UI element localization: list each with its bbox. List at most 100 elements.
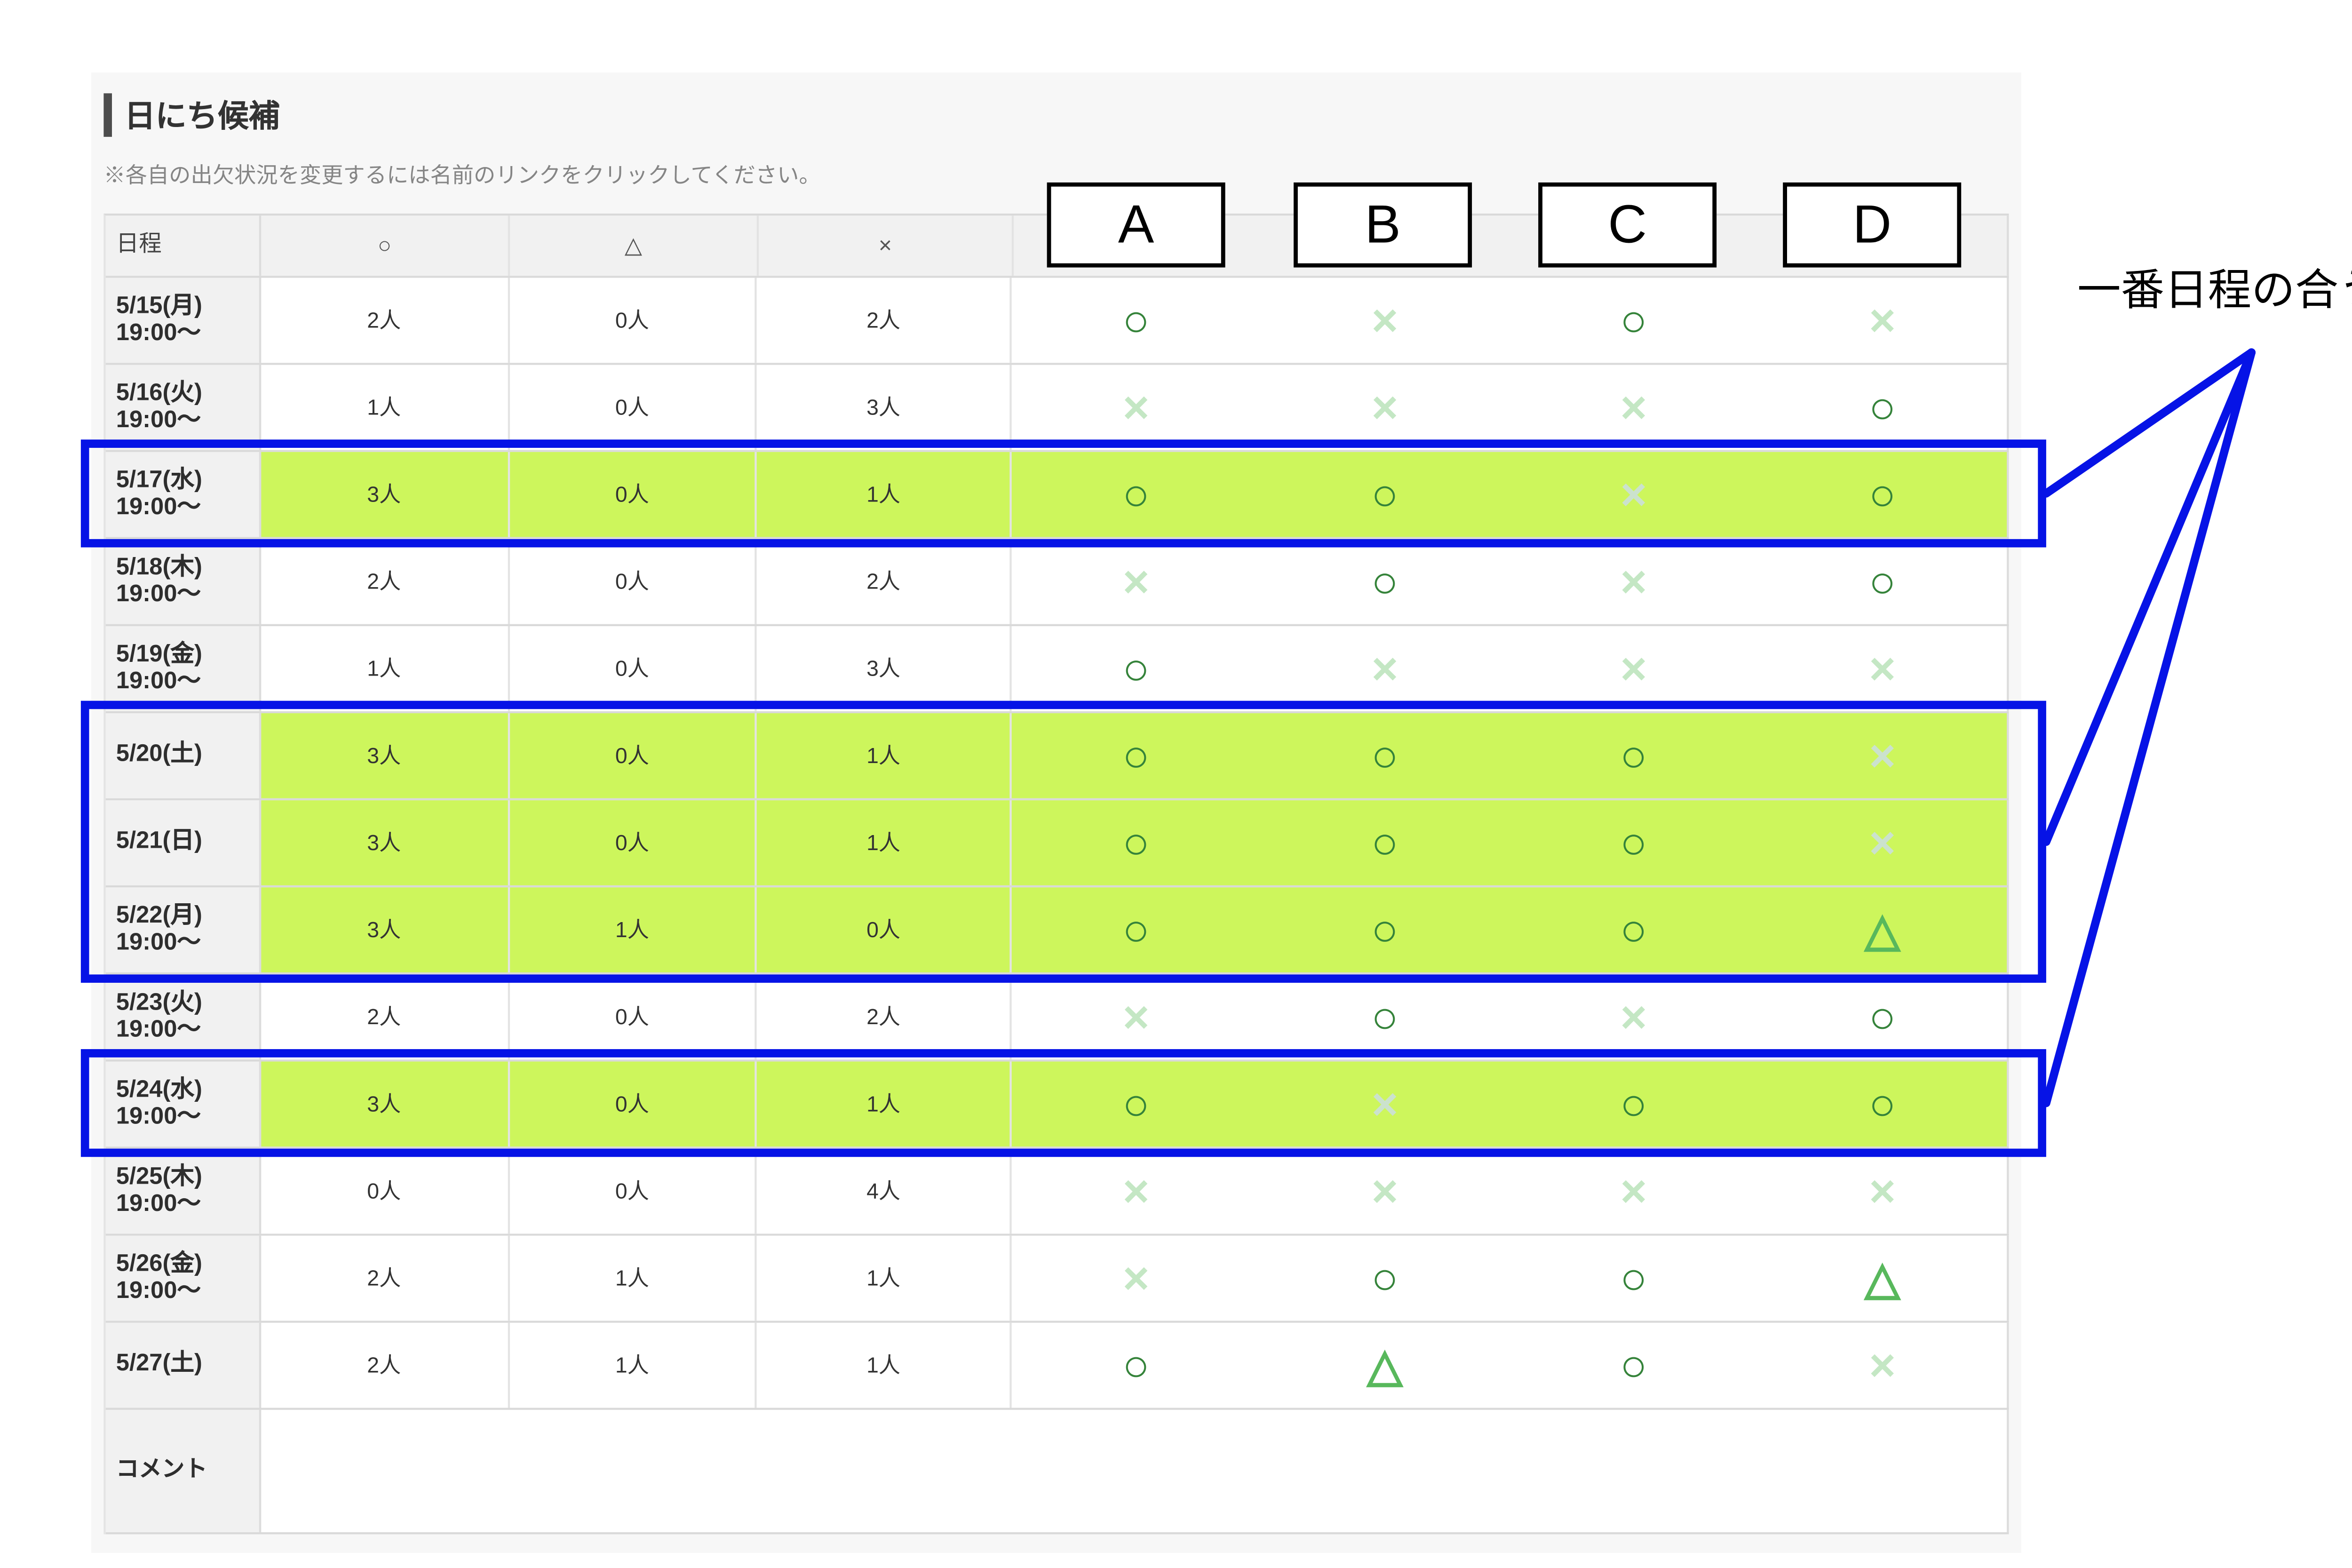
participant-box-B[interactable]: B xyxy=(1294,182,1472,268)
date-label: 5/24(水) xyxy=(116,1077,202,1102)
mark-ok-icon: ○ xyxy=(1620,293,1648,345)
date-cell: 5/26(金)19:00～ xyxy=(105,1235,261,1321)
date-label: 5/16(火) xyxy=(116,380,202,406)
mark-ok-icon: ○ xyxy=(1620,1251,1648,1303)
mark-ok-icon: ○ xyxy=(1371,1251,1399,1303)
mark-ok-icon: ○ xyxy=(1620,903,1648,955)
ok-count-cell: 2人 xyxy=(261,278,509,363)
mark-ng-icon: × xyxy=(1620,990,1647,1042)
participant-box-D[interactable]: D xyxy=(1783,182,1962,268)
participant-box-A[interactable]: A xyxy=(1047,182,1225,268)
date-label: 5/27(土) xyxy=(116,1352,202,1377)
header-ng-icon: × xyxy=(759,215,1014,276)
mark-ok-icon: ○ xyxy=(1868,1077,1897,1129)
mark-ng-icon: × xyxy=(1371,1164,1398,1216)
date-label: 5/23(火) xyxy=(116,990,202,1015)
mark-ok-icon: ○ xyxy=(1122,729,1150,781)
callout-line-middle xyxy=(2042,348,2256,846)
time-label: 19:00～ xyxy=(116,494,201,520)
ok-count-cell: 2人 xyxy=(261,1235,509,1321)
section-note: ※各自の出欠状況を変更するには名前のリンクをクリックしてください。 xyxy=(103,164,821,189)
header-maybe-icon: △ xyxy=(510,215,759,276)
mark-ng-icon: × xyxy=(1371,293,1398,345)
mark-ok-icon: ○ xyxy=(1371,816,1399,868)
mark-ok-icon: ○ xyxy=(1122,467,1150,520)
mark-ng-icon: × xyxy=(1620,467,1647,520)
mark-column: × xyxy=(1758,713,2007,798)
mark-column: × xyxy=(1509,365,1758,450)
mark-column: × xyxy=(1509,626,1758,711)
mark-column: × xyxy=(1012,1149,1261,1234)
ng-count-cell: 1人 xyxy=(757,1235,1012,1321)
mark-maybe-icon: △ xyxy=(1367,1338,1403,1391)
date-label: 5/18(木) xyxy=(116,554,202,580)
ng-count-cell: 3人 xyxy=(757,626,1012,711)
mark-ok-icon: ○ xyxy=(1868,467,1897,520)
time-label: 19:00～ xyxy=(116,1104,201,1129)
mark-ng-icon: × xyxy=(1869,1164,1896,1216)
mark-column: ○ xyxy=(1012,278,1261,363)
mark-ok-icon: ○ xyxy=(1371,729,1399,781)
mark-ok-icon: ○ xyxy=(1122,903,1150,955)
maybe-count-cell: 0人 xyxy=(509,626,757,711)
mark-column: ○ xyxy=(1012,887,1261,972)
mark-column: ○ xyxy=(1261,974,1510,1059)
comment-row: コメント xyxy=(105,1409,2009,1535)
mark-ok-icon: ○ xyxy=(1371,903,1399,955)
mark-ng-icon: × xyxy=(1869,642,1896,694)
comment-label: コメント xyxy=(105,1409,262,1532)
ok-count-cell: 2人 xyxy=(261,974,509,1060)
mark-maybe-icon: △ xyxy=(1865,1251,1900,1303)
ok-count-cell: 2人 xyxy=(261,539,509,624)
mark-ng-icon: × xyxy=(1371,380,1398,432)
mark-ng-icon: × xyxy=(1620,554,1647,607)
time-label: 19:00～ xyxy=(116,407,201,432)
mark-column: × xyxy=(1012,1236,1261,1321)
marks-cell: ○△○× xyxy=(1011,1322,2009,1408)
maybe-count-cell: 0人 xyxy=(509,452,757,537)
mark-ok-icon: ○ xyxy=(1371,467,1399,520)
mark-ng-icon: × xyxy=(1620,642,1647,694)
date-cell: 5/25(木)19:00～ xyxy=(105,1148,261,1234)
maybe-count-cell: 0人 xyxy=(509,539,757,624)
mark-ng-icon: × xyxy=(1620,1164,1647,1216)
callout-line-bottom xyxy=(2042,348,2256,1107)
mark-column: ○ xyxy=(1509,1323,1758,1408)
marks-cell: ○×○× xyxy=(1011,278,2009,363)
mark-ng-icon: × xyxy=(1620,380,1647,432)
maybe-count-cell: 0人 xyxy=(509,278,757,363)
mark-column: ○ xyxy=(1261,713,1510,798)
ng-count-cell: 3人 xyxy=(757,365,1012,450)
mark-ok-icon: ○ xyxy=(1868,554,1897,607)
time-label: 19:00～ xyxy=(116,930,201,955)
mark-ng-icon: × xyxy=(1371,1077,1398,1129)
maybe-count-cell: 0人 xyxy=(509,1061,757,1147)
mark-column: △ xyxy=(1758,1236,2007,1321)
mark-column: △ xyxy=(1758,887,2007,972)
time-label: 19:00～ xyxy=(116,1278,201,1303)
mark-column: ○ xyxy=(1261,800,1510,885)
mark-column: ○ xyxy=(1509,1236,1758,1321)
mark-column: × xyxy=(1261,1149,1510,1234)
mark-ng-icon: × xyxy=(1869,729,1896,781)
ng-count-cell: 1人 xyxy=(757,800,1012,885)
mark-column: × xyxy=(1261,365,1510,450)
date-label: 5/22(月) xyxy=(116,903,202,928)
mark-ng-icon: × xyxy=(1122,1164,1150,1216)
date-cell: 5/20(土) xyxy=(105,713,261,798)
date-label: 5/25(木) xyxy=(116,1164,202,1189)
participant-box-C[interactable]: C xyxy=(1538,182,1717,268)
ok-count-cell: 3人 xyxy=(261,713,509,798)
mark-column: ○ xyxy=(1012,452,1261,537)
mark-ok-icon: ○ xyxy=(1620,729,1648,781)
schedule-panel: 日にち候補 ※各自の出欠状況を変更するには名前のリンクをクリックしてください。 … xyxy=(91,72,2022,1553)
mark-ng-icon: × xyxy=(1122,990,1150,1042)
